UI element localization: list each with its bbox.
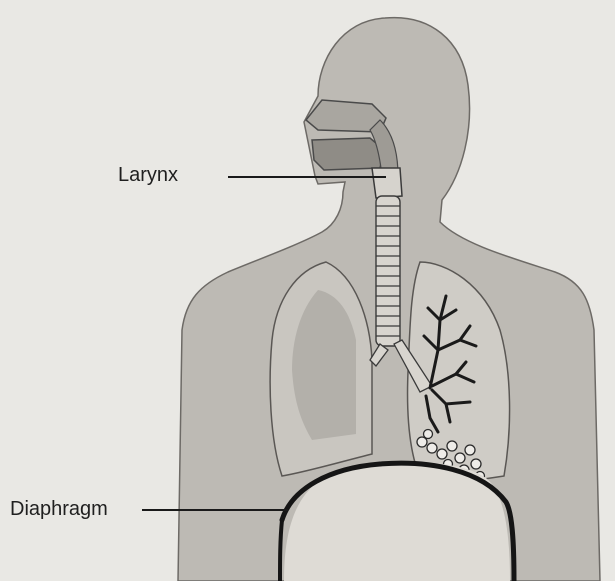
diaphragm-label: Diaphragm	[10, 499, 108, 519]
diaphragm-line-left-edge	[280, 520, 282, 581]
oral-cavity	[312, 138, 384, 170]
trachea	[376, 196, 400, 346]
larynx-label: Larynx	[118, 165, 178, 185]
larynx-structure	[372, 168, 402, 198]
